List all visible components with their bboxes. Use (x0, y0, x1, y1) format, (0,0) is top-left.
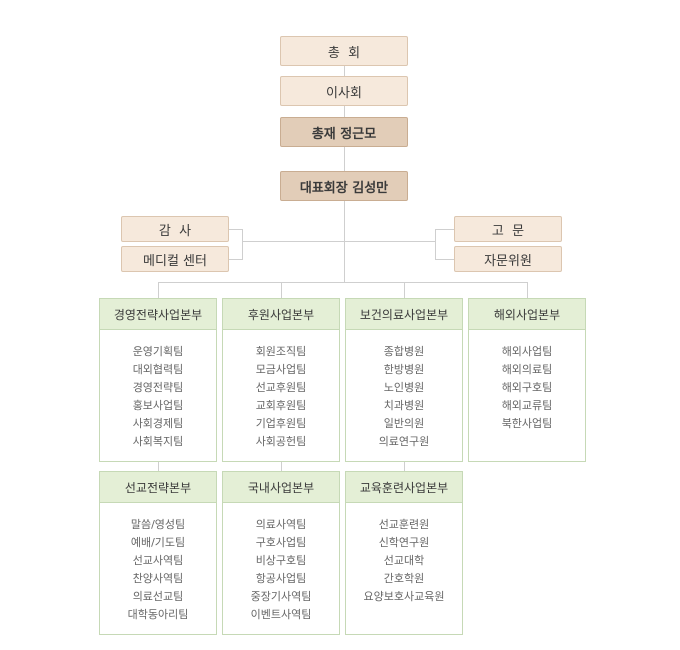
department-domestic: 국내사업본부 의료사역팀 구호사업팀 비상구호팀 항공사업팀 중장기사역팀 이벤… (222, 471, 340, 635)
team-item: 대학동아리팀 (127, 608, 189, 621)
team-item: 선교후원팀 (255, 381, 307, 394)
team-item: 일반의원 (383, 417, 425, 430)
audit-label: 감 사 (158, 223, 192, 239)
connector-left-bracket-top (229, 229, 242, 230)
audit-box: 감 사 (121, 216, 229, 242)
connector-horizontal-advisory (242, 241, 435, 242)
team-item: 대외협력팀 (132, 363, 184, 376)
team-item: 선교대학 (383, 554, 425, 567)
team-item: 간호학원 (383, 572, 425, 585)
team-item: 해외사업팀 (501, 345, 553, 358)
connector-dept-link-1 (158, 461, 159, 472)
connector-left-bracket-bottom (229, 259, 242, 260)
team-item: 운영기획팀 (132, 345, 184, 358)
ceo-label: 대표회장 김성만 (299, 180, 389, 196)
department-header: 국내사업본부 (223, 472, 339, 503)
board-box: 이사회 (280, 76, 408, 106)
advisory-committee-label: 자문위원 (484, 253, 532, 269)
team-item: 말씀/영성팀 (130, 518, 186, 531)
team-item: 사회복지팀 (132, 435, 184, 448)
department-header: 후원사업본부 (223, 299, 339, 330)
team-item: 요양보호사교육원 (363, 590, 445, 603)
advisory-committee-box: 자문위원 (454, 246, 562, 272)
team-item: 의료연구원 (378, 435, 430, 448)
connector-dept-drop-3 (404, 282, 405, 299)
connector-departments-horizontal (158, 282, 527, 283)
team-item: 선교사역팀 (132, 554, 184, 567)
team-item: 이벤트사역팀 (250, 608, 312, 621)
connector-dept-drop-4 (527, 282, 528, 299)
department-mission-strategy: 선교전략본부 말씀/영성팀 예배/기도팀 선교사역팀 찬양사역팀 의료선교팀 대… (99, 471, 217, 635)
department-header: 해외사업본부 (469, 299, 585, 330)
team-item: 비상구호팀 (255, 554, 307, 567)
team-item: 회원조직팀 (255, 345, 307, 358)
team-item: 종합병원 (383, 345, 425, 358)
connector-dept-link-2 (281, 461, 282, 472)
team-item: 사회경제팀 (132, 417, 184, 430)
team-item: 해외의료팀 (501, 363, 553, 376)
medical-center-label: 메디컬 센터 (143, 253, 207, 269)
connector-right-bracket (435, 229, 436, 260)
connector-left-bracket (242, 229, 243, 260)
advisor-label: 고 문 (491, 223, 525, 239)
general-meeting-box: 총 회 (280, 36, 408, 66)
board-label: 이사회 (326, 85, 362, 101)
team-item: 의료선교팀 (132, 590, 184, 603)
team-item: 신학연구원 (378, 536, 430, 549)
connector-dept-link-3 (404, 461, 405, 472)
team-item: 찬양사역팀 (132, 572, 184, 585)
department-header: 교육훈련사업본부 (346, 472, 462, 503)
team-item: 중장기사역팀 (250, 590, 312, 603)
department-sponsorship: 후원사업본부 회원조직팀 모금사업팀 선교후원팀 교회후원팀 기업후원팀 사회공… (222, 298, 340, 462)
connector-right-bracket-top (435, 229, 454, 230)
team-item: 사회공헌팀 (255, 435, 307, 448)
team-item: 구호사업팀 (255, 536, 307, 549)
department-overseas: 해외사업본부 해외사업팀 해외의료팀 해외구호팀 해외교류팀 북한사업팀 (468, 298, 586, 462)
team-item: 교회후원팀 (255, 399, 307, 412)
advisor-box: 고 문 (454, 216, 562, 242)
department-header: 보건의료사업본부 (346, 299, 462, 330)
department-header: 선교전략본부 (100, 472, 216, 503)
team-item: 항공사업팀 (255, 572, 307, 585)
team-item: 치과병원 (383, 399, 425, 412)
team-item: 해외교류팀 (501, 399, 553, 412)
team-item: 북한사업팀 (501, 417, 553, 430)
president-box: 총재 정근모 (280, 117, 408, 147)
team-item: 선교훈련원 (378, 518, 430, 531)
connector-right-bracket-bottom (435, 259, 454, 260)
department-health-medical: 보건의료사업본부 종합병원 한방병원 노인병원 치과병원 일반의원 의료연구원 (345, 298, 463, 462)
department-education-training: 교육훈련사업본부 선교훈련원 신학연구원 선교대학 간호학원 요양보호사교육원 (345, 471, 463, 635)
team-item: 노인병원 (383, 381, 425, 394)
department-header: 경영전략사업본부 (100, 299, 216, 330)
connector-dept-drop-1 (158, 282, 159, 299)
connector-dept-drop-2 (281, 282, 282, 299)
team-item: 한방병원 (383, 363, 425, 376)
general-meeting-label: 총 회 (327, 45, 361, 61)
team-item: 경영전략팀 (132, 381, 184, 394)
team-item: 모금사업팀 (255, 363, 307, 376)
team-item: 예배/기도팀 (130, 536, 186, 549)
president-label: 총재 정근모 (311, 126, 377, 142)
department-management-strategy: 경영전략사업본부 운영기획팀 대외협력팀 경영전략팀 홍보사업팀 사회경제팀 사… (99, 298, 217, 462)
team-item: 의료사역팀 (255, 518, 307, 531)
team-item: 홍보사업팀 (132, 399, 184, 412)
team-item: 기업후원팀 (255, 417, 307, 430)
ceo-box: 대표회장 김성만 (280, 171, 408, 201)
team-item: 해외구호팀 (501, 381, 553, 394)
medical-center-box: 메디컬 센터 (121, 246, 229, 272)
